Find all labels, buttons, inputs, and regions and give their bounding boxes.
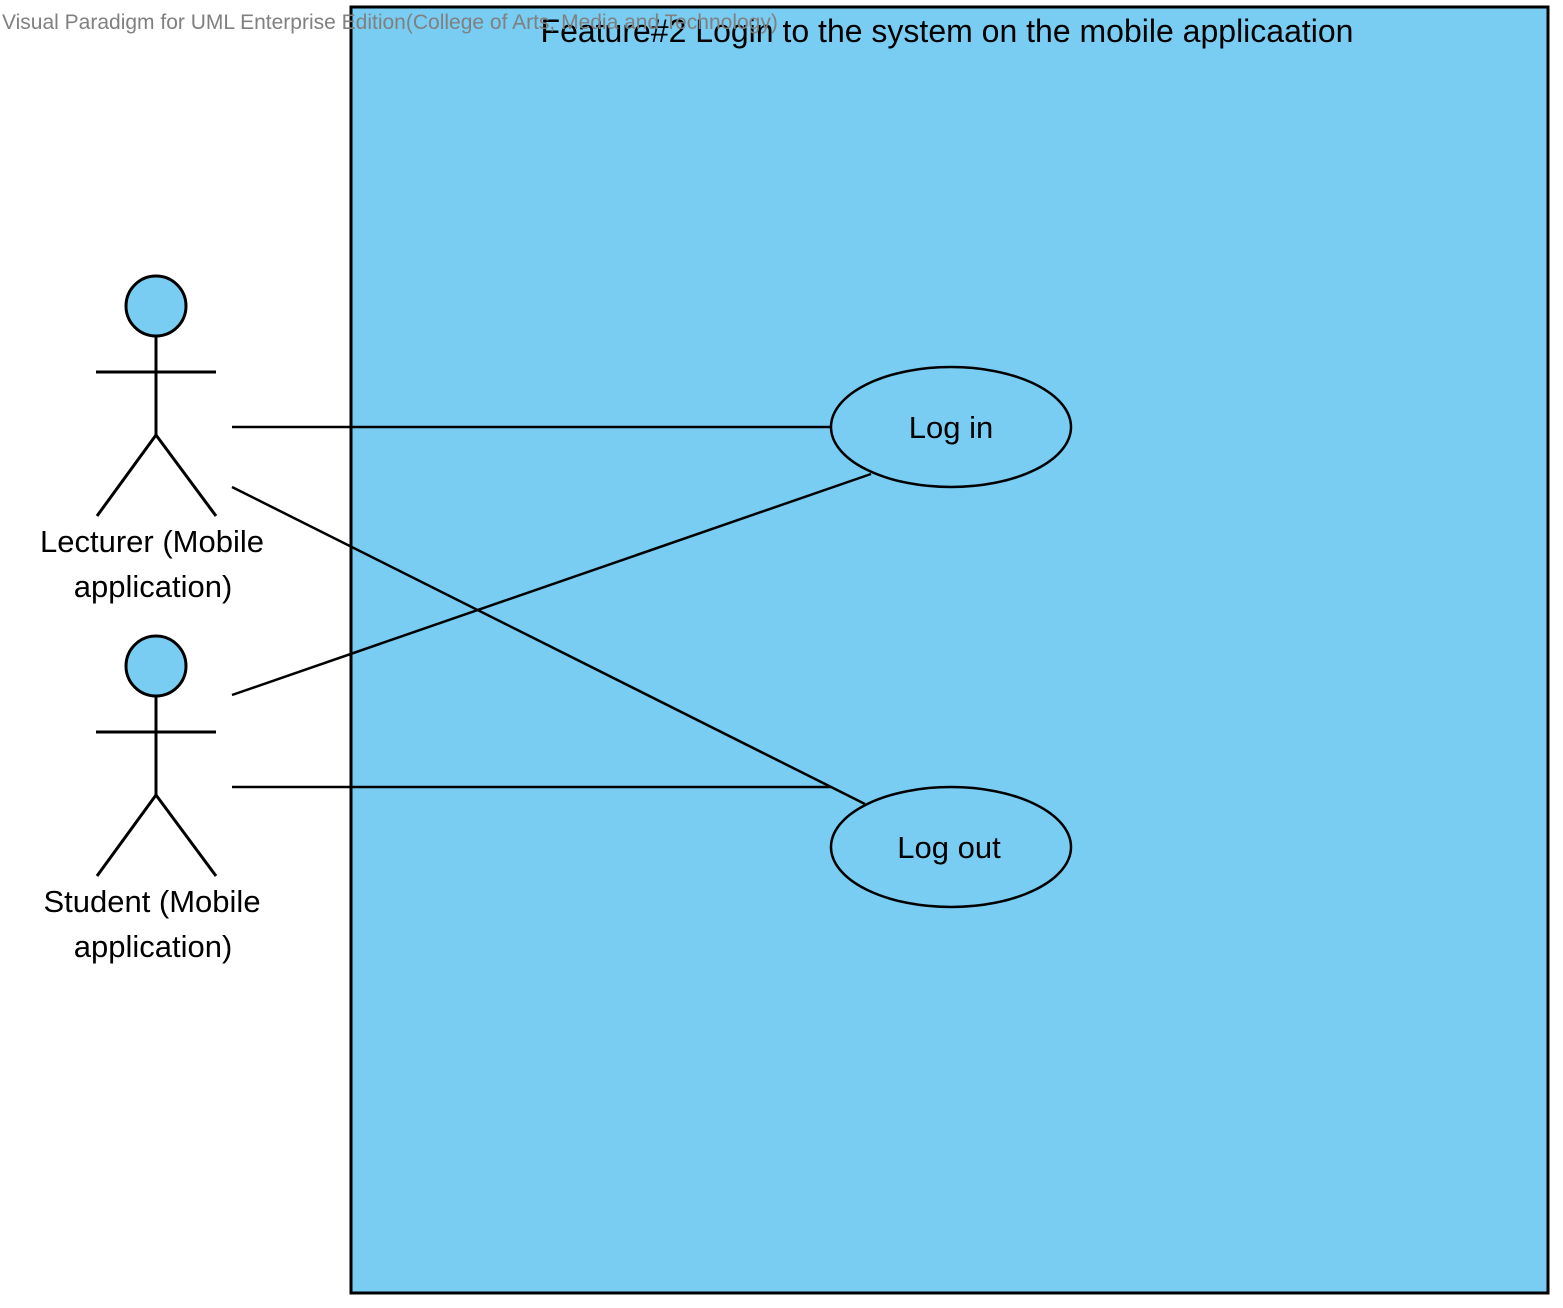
actor-student-left-leg (95, 794, 158, 877)
usecase-login-label: Log in (909, 410, 993, 445)
actor-student-label-line2: application) (74, 929, 233, 964)
usecase-logout-label: Log out (897, 830, 1001, 865)
association-student-login[interactable] (231, 472, 872, 697)
actor-student-head (124, 634, 188, 698)
usecase-logout[interactable]: Log out (829, 785, 1073, 909)
actor-lecturer-left-leg (95, 434, 158, 517)
association-lecturer-logout[interactable] (231, 485, 866, 806)
actor-lecturer-right-leg (154, 434, 218, 517)
actor-student-label-line1: Student (Mobile (43, 884, 260, 919)
usecase-login-ellipse[interactable] (829, 365, 1073, 489)
actor-student-right-leg (154, 794, 218, 877)
actor-lecturer-label-line1: Lecturer (Mobile (40, 524, 264, 559)
actor-student[interactable]: Student (Mobile application) (43, 634, 261, 964)
actor-lecturer-head (124, 274, 188, 338)
actor-lecturer[interactable]: Lecturer (Mobile application) (40, 274, 264, 604)
usecase-logout-ellipse[interactable] (829, 785, 1073, 909)
system-boundary[interactable] (349, 5, 1550, 1295)
watermark-text: Visual Paradigm for UML Enterprise Editi… (2, 11, 778, 34)
usecase-login[interactable]: Log in (829, 365, 1073, 489)
actor-lecturer-label-line2: application) (74, 569, 233, 604)
system-title: Feature#2 Login to the system on the mob… (541, 13, 1354, 49)
